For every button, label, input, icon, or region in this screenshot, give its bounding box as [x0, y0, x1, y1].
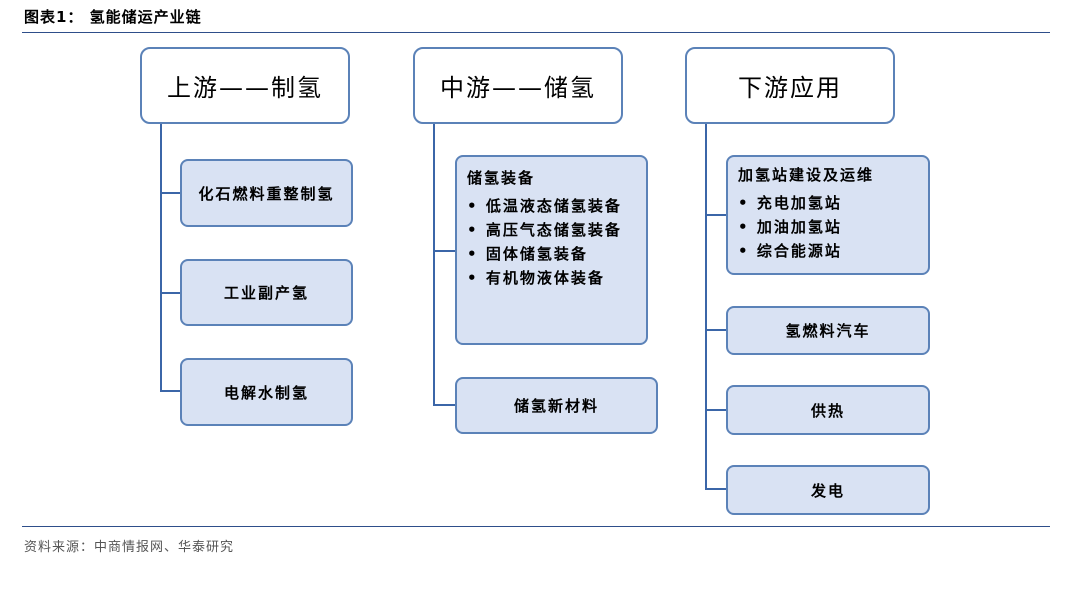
list-title: 储氢装备: [467, 169, 536, 187]
midstream-connector: [433, 124, 435, 406]
list-item: 综合能源站: [738, 239, 928, 263]
upstream-item-industrial-byproduct: 工业副产氢: [180, 259, 353, 326]
downstream-item-power-generation: 发电: [726, 465, 930, 515]
list-item: 有机物液体装备: [467, 266, 646, 290]
downstream-item-heating: 供热: [726, 385, 930, 435]
midstream-header: 中游——储氢: [413, 47, 623, 124]
midstream-branch: [433, 404, 455, 406]
downstream-item-hydrogen-stations: 加氢站建设及运维 充电加氢站 加油加氢站 综合能源站: [726, 155, 930, 275]
station-list: 充电加氢站 加油加氢站 综合能源站: [738, 191, 928, 263]
upstream-branch: [160, 292, 180, 294]
figure-title: 图表1： 氢能储运产业链: [24, 8, 202, 26]
midstream-branch: [433, 250, 455, 252]
list-item: 加油加氢站: [738, 215, 928, 239]
midstream-item-storage-equipment: 储氢装备 低温液态储氢装备 高压气态储氢装备 固体储氢装备 有机物液体装备: [455, 155, 648, 345]
list-item: 高压气态储氢装备: [467, 218, 646, 242]
upstream-branch: [160, 390, 180, 392]
downstream-branch: [705, 329, 726, 331]
top-rule: [22, 32, 1050, 33]
downstream-branch: [705, 214, 726, 216]
list-item: 固体储氢装备: [467, 242, 646, 266]
list-title: 加氢站建设及运维: [738, 166, 875, 184]
downstream-branch: [705, 409, 726, 411]
list-item: 充电加氢站: [738, 191, 928, 215]
equipment-list: 低温液态储氢装备 高压气态储氢装备 固体储氢装备 有机物液体装备: [467, 194, 646, 290]
upstream-branch: [160, 192, 180, 194]
downstream-header: 下游应用: [685, 47, 895, 124]
upstream-item-fossil-reforming: 化石燃料重整制氢: [180, 159, 353, 227]
downstream-branch: [705, 488, 726, 490]
upstream-header: 上游——制氢: [140, 47, 350, 124]
midstream-item-new-materials: 储氢新材料: [455, 377, 658, 434]
downstream-connector: [705, 124, 707, 490]
list-item: 低温液态储氢装备: [467, 194, 646, 218]
downstream-item-fuel-cell-vehicles: 氢燃料汽车: [726, 306, 930, 355]
bottom-rule: [22, 526, 1050, 527]
source-note: 资料来源：中商情报网、华泰研究: [24, 540, 235, 555]
upstream-item-electrolysis: 电解水制氢: [180, 358, 353, 426]
upstream-connector: [160, 124, 162, 392]
